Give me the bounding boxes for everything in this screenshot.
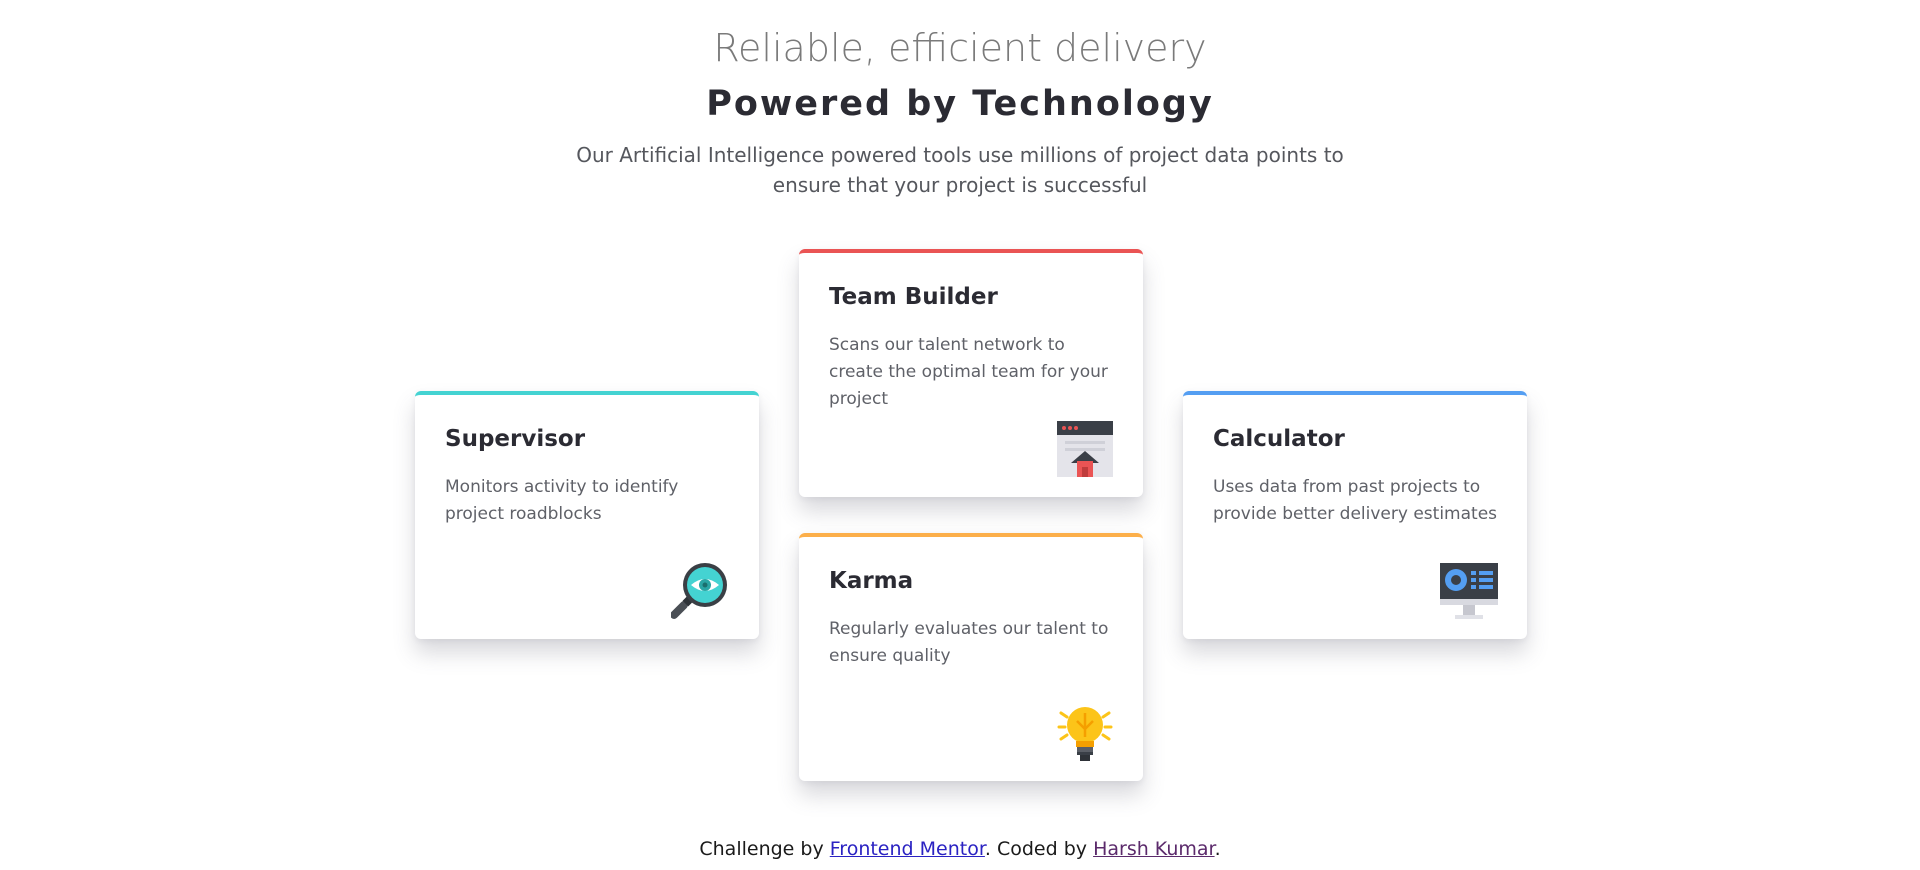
card-title: Calculator	[1213, 426, 1345, 452]
card-description: Scans our talent network to create the o…	[829, 335, 1108, 409]
lightbulb-icon	[1055, 703, 1115, 763]
browser-upload-icon	[1055, 419, 1115, 479]
footer-middle: . Coded by	[984, 838, 1094, 860]
intro-text: Our Artificial Intelligence powered tool…	[576, 143, 1344, 197]
footer-attribution: Challenge by Frontend Mentor. Coded by H…	[0, 838, 1920, 860]
monitor-chart-icon	[1439, 561, 1499, 621]
card-description: Monitors activity to identify project ro…	[445, 477, 679, 524]
card-title: Supervisor	[445, 426, 586, 452]
header: Reliable, efficient delivery Powered by …	[0, 22, 1920, 200]
card-title: Karma	[829, 568, 914, 594]
page-title: Powered by Technology	[706, 84, 1214, 124]
footer-prefix: Challenge by	[699, 838, 830, 860]
footer-suffix: .	[1214, 838, 1221, 860]
card-description: Uses data from past projects to provide …	[1213, 477, 1498, 524]
card-title: Team Builder	[829, 284, 998, 310]
card-supervisor: Supervisor Monitors activity to identify…	[415, 391, 759, 639]
card-karma: Karma Regularly evaluates our talent to …	[799, 533, 1143, 781]
card-team-builder: Team Builder Scans our talent network to…	[799, 249, 1143, 497]
magnifier-eye-icon	[670, 561, 731, 621]
frontend-mentor-link[interactable]: Frontend Mentor	[829, 838, 985, 860]
author-link[interactable]: Harsh Kumar	[1093, 838, 1215, 860]
card-calculator: Calculator Uses data from past projects …	[1183, 391, 1527, 639]
page-subtitle: Reliable, efficient delivery	[713, 26, 1207, 70]
card-description: Regularly evaluates our talent to ensure…	[829, 619, 1109, 666]
